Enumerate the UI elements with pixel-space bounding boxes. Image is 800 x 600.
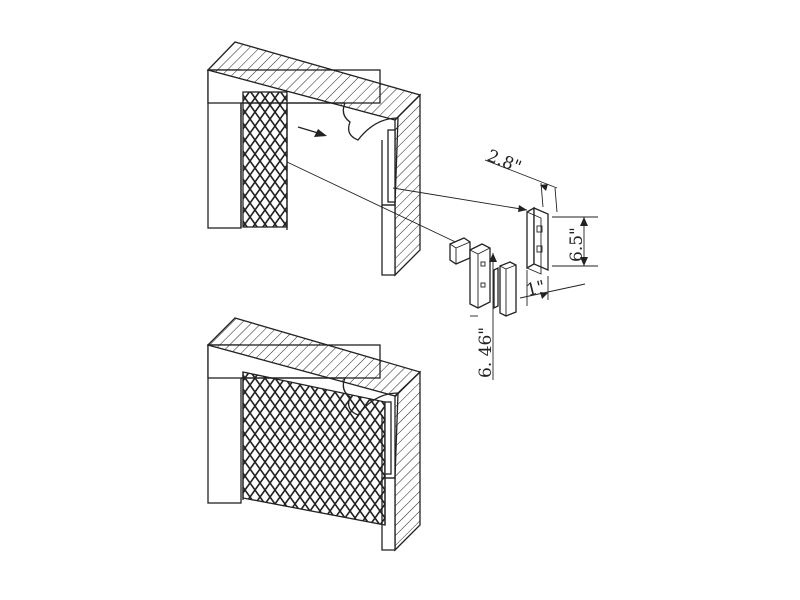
bottom-keeper-post xyxy=(384,401,392,475)
dimension-label-6-46: 6. 46" xyxy=(476,327,496,378)
lock-keeper-plate-part xyxy=(493,261,517,317)
slide-direction-arrow xyxy=(297,126,327,137)
dimension-bracket-height: 6.5" xyxy=(552,216,598,267)
top-keeper-post xyxy=(387,126,399,203)
closed-gate-mesh xyxy=(242,371,386,526)
top-right-pillar-hatch xyxy=(394,93,421,277)
dimension-bracket-width: 2.8" xyxy=(484,146,558,213)
bottom-gate-closed xyxy=(242,371,392,526)
top-gate-folded xyxy=(242,91,288,230)
top-wall-frame xyxy=(206,41,422,277)
lock-cap-part xyxy=(449,237,471,265)
bottom-right-pillar-hatch xyxy=(394,370,421,552)
dimension-lock-body-height: 6. 46" xyxy=(470,253,497,380)
top-cutaway-edge xyxy=(342,102,399,206)
dimension-label-1: 1" xyxy=(524,277,547,301)
lock-body-part xyxy=(469,243,491,309)
angle-bracket-part xyxy=(526,206,549,275)
dimension-bracket-depth: 1" xyxy=(519,270,586,306)
dimension-label-6-5: 6.5" xyxy=(567,227,587,262)
dimension-label-2-8: 2.8" xyxy=(484,146,524,178)
bottom-wall-frame xyxy=(206,317,422,552)
folded-gate-mesh xyxy=(242,91,288,228)
